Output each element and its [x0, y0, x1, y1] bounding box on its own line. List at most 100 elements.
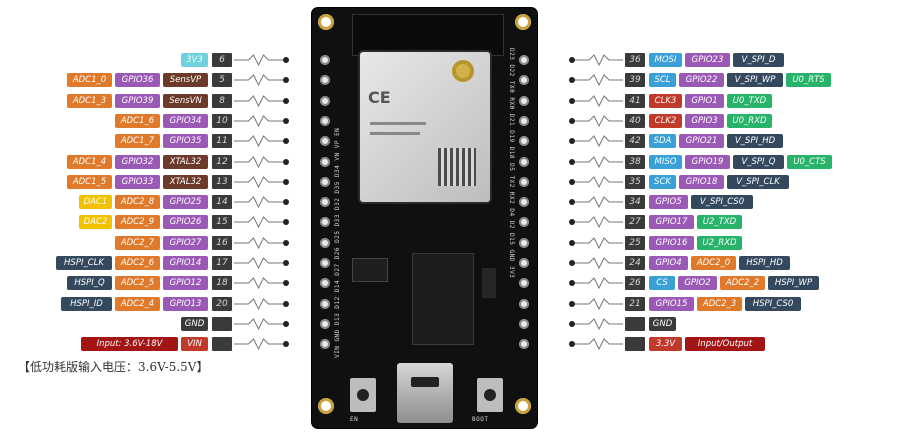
right-pin-label: CLK3: [649, 94, 682, 108]
left-pin-label: XTAL32: [163, 155, 208, 169]
left-pin-label: GPIO25: [163, 195, 208, 209]
pin-wire: [575, 237, 623, 250]
left-pin-label: Input: 3.6V-18V: [81, 337, 178, 351]
boot-button[interactable]: [477, 378, 503, 412]
right-pin-label: V_SPI_D: [733, 53, 784, 67]
left-pin-number: 12: [212, 155, 232, 169]
right-pin-number: 24: [625, 256, 645, 270]
pin-dot: [283, 280, 289, 286]
right-pin-label: HSPI_WP: [768, 276, 819, 290]
en-button-label: EN: [350, 416, 359, 423]
left-pin-label: ADC1_7: [115, 134, 160, 148]
header-pin: [320, 136, 330, 146]
left-pin-label: GPIO12: [163, 276, 208, 290]
right-pin-number: 42: [625, 134, 645, 148]
pin-dot: [283, 57, 289, 63]
module-text-line: [370, 122, 426, 125]
left-pin-number: 11: [212, 134, 232, 148]
header-pin: [519, 278, 529, 288]
pin-dot: [569, 219, 575, 225]
right-pin-number: 35: [625, 175, 645, 189]
pin-dot: [569, 77, 575, 83]
right-pin-label: ADC2_0: [691, 256, 736, 270]
header-pin: [320, 157, 330, 167]
antenna-connector: [452, 60, 474, 82]
voltage-regulator: [352, 258, 388, 282]
right-pin-label: GPIO17: [649, 215, 694, 229]
pin-dot: [569, 179, 575, 185]
left-pin-number: [212, 337, 232, 351]
left-pin-label: GPIO36: [115, 73, 160, 87]
pin-wire: [234, 74, 283, 87]
left-pin-label: SensVP: [163, 73, 208, 87]
pin-wire: [575, 95, 623, 108]
left-pin-label: HSPI_CLK: [56, 256, 112, 270]
pin-dot: [283, 240, 289, 246]
header-pin: [519, 136, 529, 146]
usb-uart-chip: [412, 253, 474, 345]
right-pin-number: 36: [625, 53, 645, 67]
header-pin: [519, 55, 529, 65]
left-pin-label: ADC1_6: [115, 114, 160, 128]
pin-dot: [569, 57, 575, 63]
left-pin-label: ADC1_0: [67, 73, 112, 87]
header-pin: [320, 319, 330, 329]
header-pin: [519, 299, 529, 309]
pin-dot: [283, 260, 289, 266]
header-pin: [519, 75, 529, 85]
right-pin-label: CS: [649, 276, 675, 290]
header-pin: [320, 217, 330, 227]
left-pin-label: GPIO27: [163, 236, 208, 250]
header-pin: [320, 116, 330, 126]
left-pin-label: GPIO33: [115, 175, 160, 189]
pin-dot: [569, 98, 575, 104]
pin-dot: [569, 321, 575, 327]
pin-dot: [283, 219, 289, 225]
right-pin-label: V_SPI_CS0: [691, 195, 753, 209]
left-pin-label: GPIO35: [163, 134, 208, 148]
left-pin-label: GPIO39: [115, 94, 160, 108]
header-pin: [320, 96, 330, 106]
right-pin-label: GPIO22: [679, 73, 724, 87]
pin-wire: [575, 196, 623, 209]
module-logo: CE: [368, 88, 391, 107]
pin-wire: [575, 74, 623, 87]
pin-wire: [234, 176, 283, 189]
right-pin-label: GPIO2: [678, 276, 717, 290]
pin-wire: [575, 338, 623, 351]
right-pin-label: ADC2_2: [720, 276, 765, 290]
pin-dot: [569, 240, 575, 246]
header-pin: [320, 75, 330, 85]
left-pin-label: ADC2_7: [115, 236, 160, 250]
right-pin-label: GPIO19: [685, 155, 730, 169]
pin-dot: [283, 138, 289, 144]
left-pin-number: 17: [212, 256, 232, 270]
mounting-hole: [318, 398, 334, 414]
right-pin-label: GND: [649, 317, 676, 331]
mounting-hole: [318, 14, 334, 30]
right-pin-label: V_SPI_Q: [733, 155, 784, 169]
module-text-line: [370, 132, 420, 135]
left-pin-label: XTAL32: [163, 175, 208, 189]
pin-dot: [569, 199, 575, 205]
header-pin: [320, 258, 330, 268]
left-pin-label: GPIO34: [163, 114, 208, 128]
right-pin-label: U0_RTS: [786, 73, 831, 87]
right-pin-number: 26: [625, 276, 645, 290]
micro-usb-port: [397, 363, 453, 423]
left-silkscreen: VIN GND D13 D12 D14 D27 D26 D25 D33 D32 …: [334, 127, 341, 358]
right-pin-label: MOSI: [649, 53, 682, 67]
qr-code: [438, 148, 476, 186]
boot-button-label: BOOT: [472, 416, 489, 423]
left-pin-label: 3V3: [181, 53, 208, 67]
pin-dot: [569, 118, 575, 124]
pin-dot: [283, 179, 289, 185]
left-pin-label: HSPI_ID: [61, 297, 112, 311]
pin-dot: [283, 341, 289, 347]
pin-wire: [575, 135, 623, 148]
right-pin-label: CLK2: [649, 114, 682, 128]
right-pin-label: GPIO23: [685, 53, 730, 67]
right-pin-number: [625, 337, 645, 351]
en-button[interactable]: [350, 378, 376, 412]
left-pin-number: 5: [212, 73, 232, 87]
